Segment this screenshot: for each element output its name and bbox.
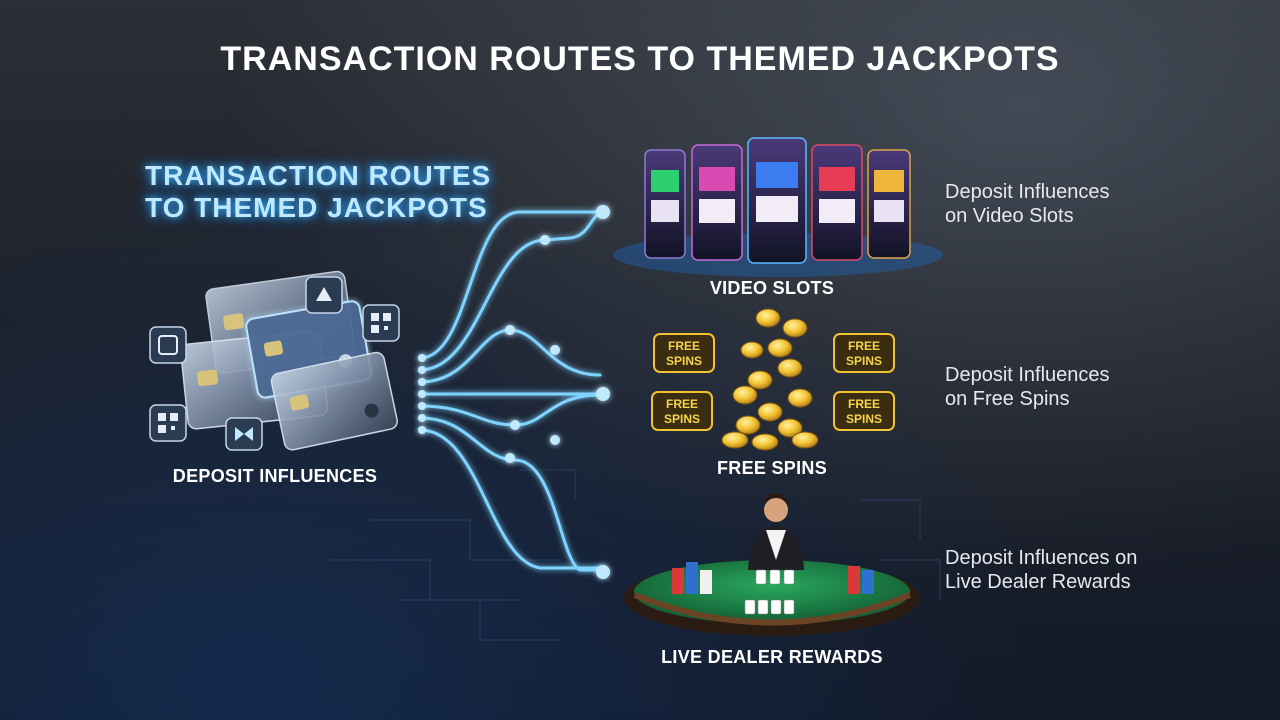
description-line: Deposit Influences: [945, 181, 1110, 203]
target-label-video-slots: VIDEO SLOTS: [709, 278, 835, 298]
route-lines: [418, 210, 605, 572]
free-spins-illustration: FREE SPINS FREE SPINS FREE SPINS FREE SP…: [651, 308, 895, 451]
description-line: on Free Spins: [945, 388, 1070, 410]
junction-dot: [550, 435, 560, 445]
qr-code-icon: [149, 404, 187, 442]
slot-machine: [747, 137, 807, 264]
description-free-spins: Deposit Influences on Free Spins: [945, 363, 1265, 411]
badge-text: SPINS: [846, 412, 882, 426]
route-5: [418, 393, 602, 427]
source-node-label: DEPOSIT INFLUENCES: [172, 466, 378, 486]
badge-text: FREE: [848, 339, 880, 353]
route-1: [418, 210, 605, 360]
junction-dot: [505, 453, 515, 463]
junction-dot: [505, 325, 515, 335]
endpoint-dealer: [596, 565, 610, 579]
badge-text: SPINS: [846, 354, 882, 368]
credit-card: [270, 351, 398, 451]
badge-text: SPINS: [666, 354, 702, 368]
description-video-slots: Deposit Influences on Video Slots: [945, 180, 1265, 228]
badge-text: FREE: [848, 397, 880, 411]
route-6: [418, 416, 605, 572]
description-live-dealer: Deposit Influences on Live Dealer Reward…: [945, 546, 1265, 594]
route-7: [418, 428, 605, 570]
endpoint-spins: [596, 387, 610, 401]
circuit-traces: [330, 469, 941, 641]
description-line: on Video Slots: [945, 205, 1074, 227]
badge-text: FREE: [666, 397, 698, 411]
description-line: Live Dealer Rewards: [945, 571, 1131, 593]
start-dot: [418, 402, 426, 410]
start-dot: [418, 390, 426, 398]
start-dot: [418, 366, 426, 374]
route-2: [418, 210, 605, 372]
junction-dot: [550, 345, 560, 355]
bow-tie-icon: [225, 417, 263, 451]
start-dot: [418, 426, 426, 434]
deposit-cards-illustration: [149, 270, 400, 451]
free-spins-badge: FREE SPINS: [833, 333, 895, 373]
gold-coins: [721, 308, 819, 451]
start-dot: [418, 378, 426, 386]
slot-machine: [811, 144, 863, 261]
description-line: Deposit Influences: [945, 364, 1110, 386]
free-spins-badge: FREE SPINS: [653, 333, 715, 373]
qr-code-icon: [362, 304, 400, 342]
diagram-subtitle: TRANSACTION ROUTES TO THEMED JACKPOTS: [145, 160, 525, 224]
badge-text: FREE: [668, 339, 700, 353]
dealer-figure: [748, 493, 804, 570]
subtitle-line-1: TRANSACTION ROUTES: [145, 160, 492, 191]
slot-machine: [691, 144, 743, 261]
junction-dot: [540, 235, 550, 245]
slot-machine: [867, 149, 911, 259]
subtitle-line-2: TO THEMED JACKPOTS: [145, 192, 488, 223]
live-dealer-illustration: [624, 493, 920, 636]
badge-text: SPINS: [664, 412, 700, 426]
target-label-free-spins: FREE SPINS: [716, 458, 828, 478]
target-label-live-dealer: LIVE DEALER REWARDS: [661, 647, 883, 667]
route-junctions: [418, 205, 610, 579]
free-spins-badge: FREE SPINS: [651, 391, 713, 431]
video-slots-illustration: [613, 137, 943, 277]
payment-app-icon: [305, 276, 343, 314]
junction-dot: [510, 420, 520, 430]
free-spins-badge: FREE SPINS: [833, 391, 895, 431]
description-line: Deposit Influences on: [945, 547, 1138, 569]
slot-machine: [644, 149, 686, 259]
chip-stacks: [672, 562, 874, 594]
start-dot: [418, 354, 426, 362]
endpoint-slots: [596, 205, 610, 219]
page-title: TRANSACTION ROUTES TO THEMED JACKPOTS: [220, 40, 1060, 78]
start-dot: [418, 414, 426, 422]
wallet-icon: [149, 326, 187, 364]
playing-cards: [744, 569, 795, 615]
